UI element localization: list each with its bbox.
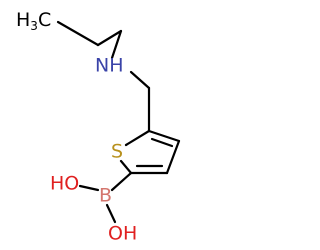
boron-label: B xyxy=(99,185,112,207)
bond-methylene-upper xyxy=(96,29,123,47)
bond-c2-boron xyxy=(110,171,133,192)
bond-methylene-nitrogen xyxy=(110,29,123,60)
methyl-label: H3C xyxy=(16,9,51,33)
bond-c4-c5-double xyxy=(150,137,174,148)
bond-c5-sulfur xyxy=(124,129,151,147)
hydroxyl-lower-label: OH xyxy=(108,223,137,245)
molecule-structure: H3C NH S B HO OH xyxy=(16,9,181,245)
bond-nitrogen-linker xyxy=(129,70,151,90)
atom-labels: H3C NH S B HO OH xyxy=(16,9,137,245)
methyl-c: C xyxy=(38,9,51,31)
bond-methyl-methylene xyxy=(56,20,100,47)
bond-c4-c5 xyxy=(147,129,181,143)
methyl-subscript: 3 xyxy=(30,19,38,33)
bond-c3-c4 xyxy=(165,139,181,175)
bond-boron-oh-upper xyxy=(78,184,100,192)
amine-label: NH xyxy=(95,55,124,77)
sulfur-label: S xyxy=(111,141,123,163)
bond-boron-oh-lower xyxy=(105,203,117,224)
hydroxyl-upper-label: HO xyxy=(50,173,79,195)
bonds xyxy=(56,20,181,224)
bond-sulfur-c2 xyxy=(119,159,133,175)
methyl-h: H xyxy=(16,9,30,31)
